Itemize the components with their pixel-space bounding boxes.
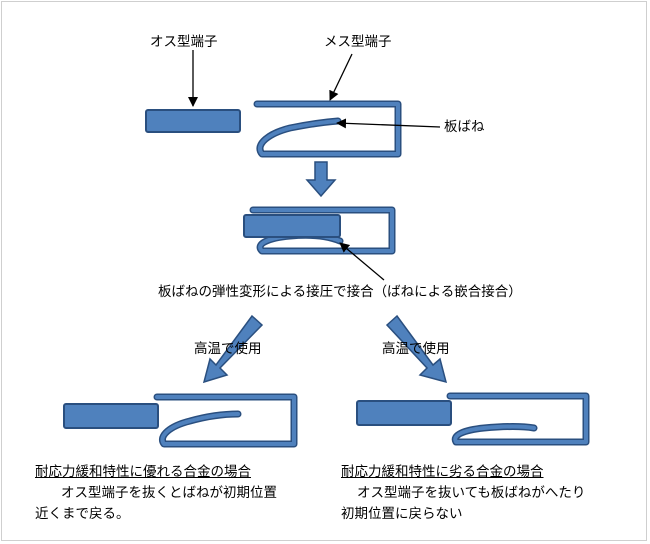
bottom-right-female-terminal	[446, 392, 590, 446]
contact-description: 板ばねの弾性変形による接圧で接合（ばねによる嵌合接合）	[158, 284, 522, 300]
female-terminal-label: メス型端子	[324, 34, 392, 50]
good-case-title: 耐応力緩和特性に優れる合金の場合	[35, 464, 251, 480]
top-male-terminal	[145, 109, 241, 133]
contact-pointer	[339, 242, 385, 281]
bottom-left-male-terminal	[63, 403, 159, 429]
leaf-spring-pointer-top	[336, 118, 441, 129]
left-diagonal-arrow	[202, 314, 264, 384]
poor-case-line1: オス型端子を抜いても板ばねがへたり	[357, 485, 586, 501]
poor-case-line2: 初期位置に戻らない	[341, 506, 463, 522]
good-case-line1: オス型端子を抜くとばねが初期位置	[61, 485, 277, 501]
down-arrow	[305, 161, 337, 198]
poor-case-title: 耐応力緩和特性に劣る合金の場合	[341, 464, 544, 480]
good-case-line2: 近くまで戻る。	[35, 506, 130, 522]
male-terminal-label: オス型端子	[150, 34, 218, 50]
mid-male-terminal	[243, 214, 341, 238]
female-terminal-pointer	[329, 53, 353, 101]
right-diagonal-arrow	[385, 314, 448, 384]
bottom-left-female-terminal	[153, 393, 298, 448]
leaf-spring-label: 板ばね	[444, 119, 485, 135]
top-female-terminal	[253, 100, 402, 158]
high-temp-right-label: 高温で使用	[382, 341, 450, 357]
bottom-right-male-terminal	[356, 400, 452, 426]
high-temp-left-label: 高温で使用	[194, 341, 262, 357]
